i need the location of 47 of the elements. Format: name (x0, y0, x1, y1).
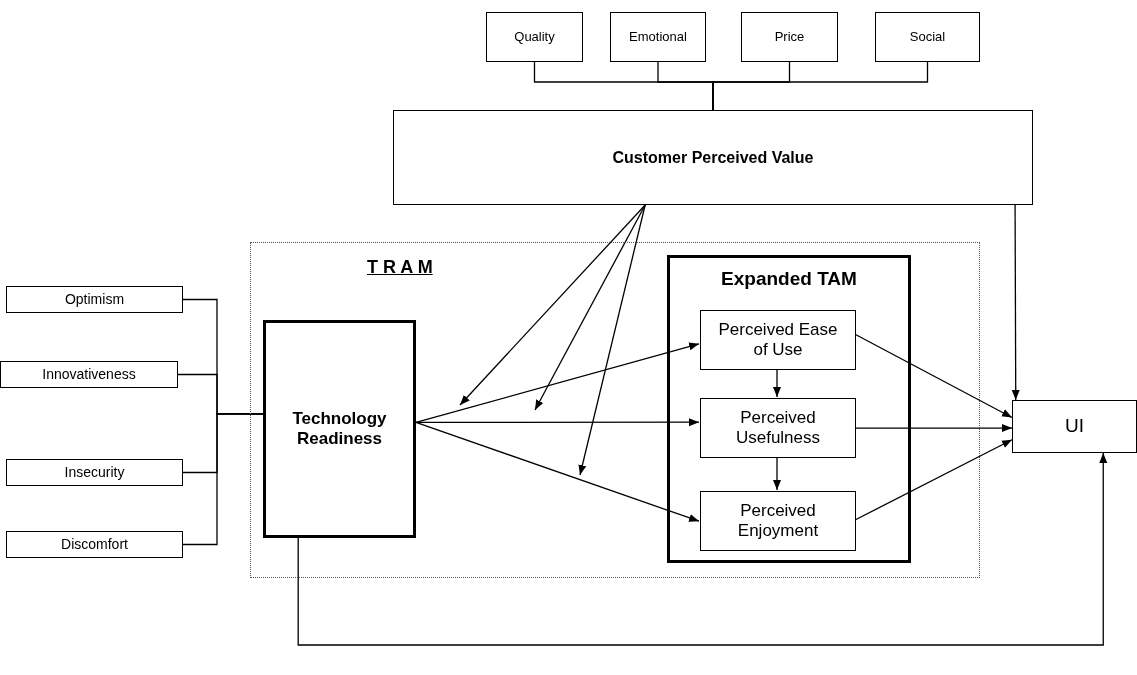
arrow (854, 439, 1013, 521)
box-label: Innovativeness (42, 366, 136, 383)
process-box (700, 398, 856, 458)
arrow (297, 452, 1108, 646)
process-box (875, 12, 980, 62)
process-box (0, 361, 178, 388)
process-box (263, 320, 416, 538)
box-label: UI (1065, 415, 1084, 438)
arrow (578, 204, 646, 476)
arrow (773, 456, 781, 491)
connector-line (182, 413, 264, 546)
process-box (6, 459, 183, 486)
process-box (700, 310, 856, 370)
box-label: Discomfort (61, 536, 128, 553)
box-label: Customer Perceived Value (612, 147, 814, 168)
box-label: Quality (514, 29, 555, 45)
box-label: Perceived Ease of Use (717, 319, 839, 361)
group-frame (250, 242, 980, 578)
arrow (773, 368, 781, 398)
arrow (534, 204, 646, 411)
box-label: Perceived Usefulness (734, 407, 822, 449)
connector-line (712, 61, 929, 111)
arrow (1011, 204, 1020, 401)
process-box (610, 12, 706, 62)
process-box (393, 110, 1033, 205)
arrow (854, 333, 1013, 419)
box-label: Insecurity (64, 464, 125, 481)
group-title: T R A M (367, 257, 433, 278)
process-box (6, 531, 183, 558)
group-frame (667, 255, 911, 563)
process-box (700, 491, 856, 551)
process-box (486, 12, 583, 62)
box-label: Technology Readiness (291, 408, 388, 450)
arrow (415, 418, 700, 427)
box-label: Optimism (64, 291, 125, 308)
arrow (415, 342, 700, 424)
arrow (415, 421, 700, 522)
box-label: Social (909, 29, 946, 45)
process-box (741, 12, 838, 62)
process-box (6, 286, 183, 313)
arrow (854, 424, 1013, 433)
box-label: Emotional (629, 29, 687, 45)
group-title: Expanded TAM (720, 268, 858, 290)
process-box (1012, 400, 1137, 453)
box-label: Price (774, 29, 805, 45)
box-label: Perceived Enjoyment (736, 500, 820, 542)
arrow (459, 204, 646, 406)
